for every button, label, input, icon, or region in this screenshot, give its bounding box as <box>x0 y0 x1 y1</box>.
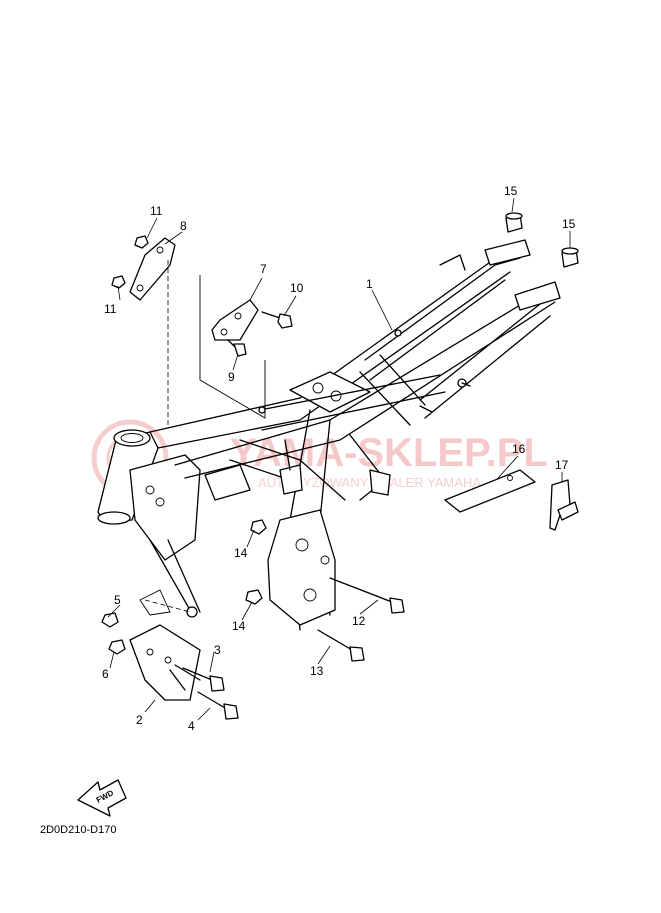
fwd-arrow-icon: FWD <box>77 779 127 817</box>
callout-15-left: 15 <box>504 184 518 198</box>
callout-1: 1 <box>366 277 373 291</box>
rear-bumper-right <box>561 247 579 268</box>
bolt-12 <box>329 577 405 614</box>
callout-8: 8 <box>180 219 187 233</box>
nut-5 <box>101 612 119 628</box>
rear-bumper-left <box>505 212 523 233</box>
nut-14-upper <box>250 519 267 535</box>
nut-6 <box>108 639 126 655</box>
diagram-code: 2D0D210-D170 <box>40 824 116 836</box>
nut-11-lower <box>111 275 126 289</box>
callout-11-lower: 11 <box>104 302 117 316</box>
callout-10: 10 <box>290 281 304 295</box>
watermark-subtext: AUTORYZOWANY DEALER YAMAHA <box>258 475 481 490</box>
nut-11-upper <box>134 235 149 249</box>
callout-5: 5 <box>114 593 121 607</box>
bolt-13 <box>317 629 365 662</box>
bolt-4 <box>197 691 239 720</box>
callout-3: 3 <box>214 643 221 657</box>
bracket-2 <box>129 589 201 701</box>
bolt-3 <box>182 667 225 692</box>
callout-17: 17 <box>555 458 569 472</box>
callout-7: 7 <box>260 262 267 276</box>
callout-9: 9 <box>228 370 235 384</box>
callout-6: 6 <box>102 667 109 681</box>
callout-2: 2 <box>136 713 143 727</box>
bracket-7 <box>211 299 259 341</box>
nut-14-lower <box>245 589 263 605</box>
callout-11-upper: 11 <box>150 204 163 218</box>
watermark: YAMA-SKLEP.PL AUTORYZOWANY DEALER YAMAHA <box>91 419 548 497</box>
callout-14-upper: 14 <box>234 546 248 560</box>
clip-17 <box>549 479 579 531</box>
label-plate-16 <box>444 469 536 513</box>
callout-labels: 1 2 3 4 5 6 7 8 9 10 11 11 12 13 14 14 1… <box>102 184 576 733</box>
bolt-10 <box>261 311 293 329</box>
callout-4: 4 <box>188 719 195 733</box>
callout-15-right: 15 <box>562 217 576 231</box>
watermark-text: YAMA-SKLEP.PL <box>230 431 548 475</box>
callout-16: 16 <box>512 442 526 456</box>
callout-12: 12 <box>352 614 366 628</box>
callout-14-lower: 14 <box>232 619 246 633</box>
callout-13: 13 <box>310 664 324 678</box>
bracket-8 <box>129 237 176 301</box>
leader-lines <box>107 197 571 721</box>
main-frame <box>97 239 561 631</box>
bolt-9 <box>227 339 247 357</box>
